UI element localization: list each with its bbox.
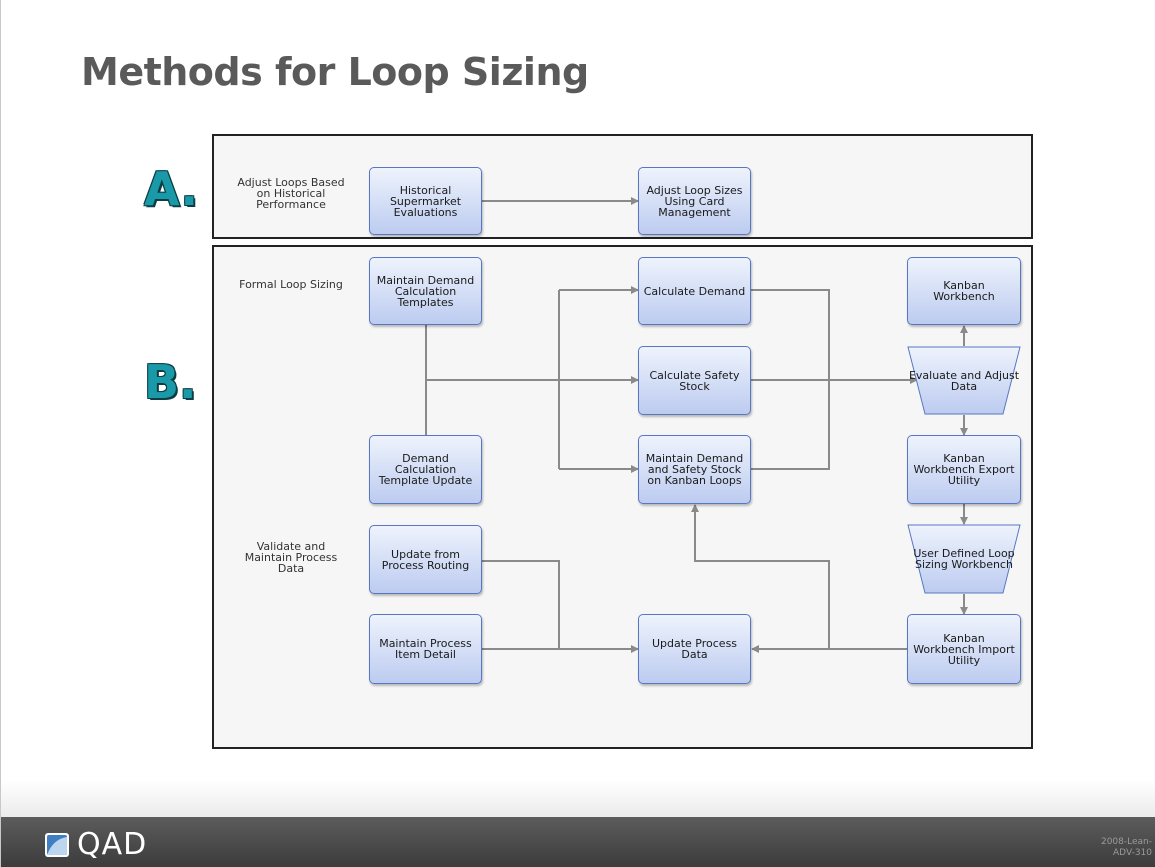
page-title: Methods for Loop Sizing xyxy=(81,50,589,94)
slide-code-line1: 2008-Lean- xyxy=(1100,837,1152,847)
footer-bar: QAD 2008-Lean- ADV-310 xyxy=(1,817,1155,867)
trapezoid-shape xyxy=(907,346,1021,415)
arrow-to-maintain-from-below xyxy=(691,504,830,649)
qad-logo-text: QAD xyxy=(77,827,148,862)
calculate-demand-box: Calculate Demand xyxy=(638,257,751,325)
update-process-box: Update Process Data xyxy=(638,614,751,684)
qad-logo-icon xyxy=(45,833,69,857)
section-b-panel xyxy=(212,245,1033,749)
line-routing-to-update xyxy=(482,560,560,649)
section-a-panel xyxy=(212,134,1033,239)
maintain-demand-box: Maintain Demand and Safety Stock on Kanb… xyxy=(638,435,751,504)
kanban-workbench-box: Kanban Workbench xyxy=(907,257,1021,325)
formal-loop-sizing-label: Formal Loop Sizing xyxy=(239,278,343,291)
slide-code-line2: ADV-310 xyxy=(1113,848,1152,858)
section-a-letter: A. xyxy=(144,162,198,216)
template-update-box: Demand Calculation Template Update xyxy=(369,435,482,504)
import-utility-box: Kanban Workbench Import Utility xyxy=(907,614,1021,684)
adjust-loop-sizes-box: Adjust Loop Sizes Using Card Management xyxy=(638,167,751,235)
slide-code: 2008-Lean- ADV-310 xyxy=(1101,837,1152,859)
user-defined-label: User Defined Loop Sizing Workbench xyxy=(913,547,1015,571)
evaluate-adjust-label: Evaluate and Adjust Data xyxy=(908,368,1020,393)
evaluate-adjust-shape: Evaluate and Adjust Data xyxy=(907,346,1021,415)
calculate-safety-box: Calculate Safety Stock xyxy=(638,346,751,415)
export-utility-box: Kanban Workbench Export Utility xyxy=(907,435,1021,504)
update-routing-box: Update from Process Routing xyxy=(369,525,482,594)
maintain-templates-box: Maintain Demand Calculation Templates xyxy=(369,257,482,325)
item-detail-box: Maintain Process Item Detail xyxy=(369,614,482,684)
validate-process-data-label: Validate and Maintain Process Data xyxy=(244,540,338,575)
section-b-letter: B. xyxy=(144,355,197,409)
trapezoid-shape xyxy=(907,524,1021,594)
historical-supermarket-box: Historical Supermarket Evaluations xyxy=(369,167,482,235)
section-a-label: Adjust Loops Based on Historical Perform… xyxy=(237,176,345,211)
user-defined-shape: User Defined Loop Sizing Workbench xyxy=(907,524,1021,594)
